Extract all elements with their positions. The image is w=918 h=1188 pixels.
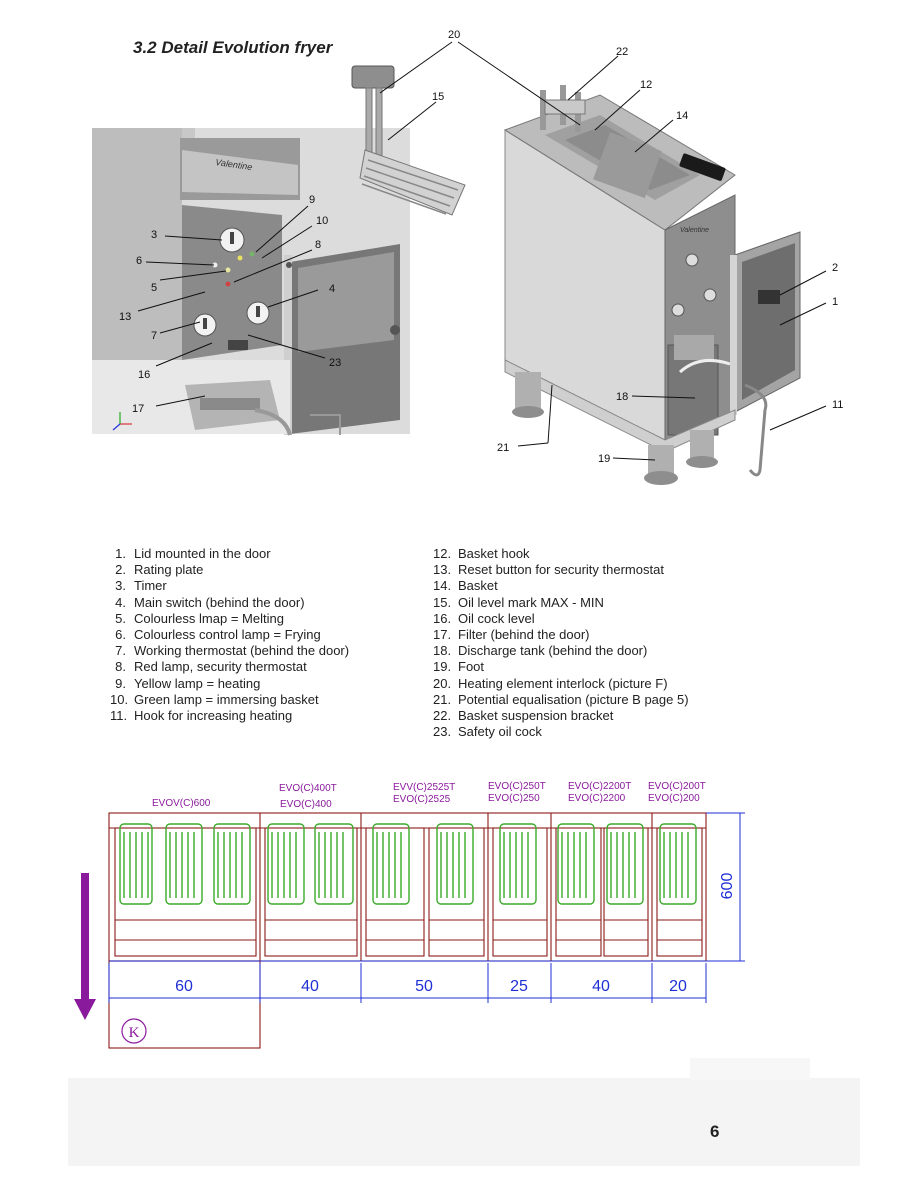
callout-22: 22 — [616, 46, 628, 58]
legend-item: 16.Oil cock level — [433, 610, 535, 626]
legend-item: 7.Working thermostat (behind the door) — [115, 643, 350, 659]
callout-10: 10 — [316, 215, 328, 227]
callout-14: 14 — [676, 110, 688, 122]
legend-item: 10.Green lamp = immersing basket — [110, 691, 319, 707]
callout-5: 5 — [151, 282, 157, 294]
callout-6: 6 — [136, 255, 142, 267]
callout-11: 11 — [832, 399, 843, 411]
callout-3: 3 — [151, 229, 157, 241]
legend-item: 13.Reset button for security thermostat — [433, 562, 664, 578]
callout-1: 1 — [832, 296, 838, 308]
heating-element — [351, 65, 466, 216]
footer-band — [68, 1078, 860, 1166]
legend-item: 23.Safety oil cock — [433, 724, 542, 740]
legend-item: 11.Hook for increasing heating — [110, 708, 293, 724]
footer-band-tab — [690, 1058, 810, 1080]
legend-item: 12.Basket hook — [433, 546, 530, 561]
callout-8: 8 — [315, 239, 321, 251]
callout-4: 4 — [329, 283, 335, 295]
section-title: 3.2 Detail Evolution fryer — [133, 38, 333, 57]
fryer-illustration: Valentine — [92, 29, 843, 485]
legend-item: 4.Main switch (behind the door) — [115, 594, 305, 610]
callout-18: 18 — [616, 391, 628, 403]
legend-item: 8.Red lamp, security thermostat — [115, 659, 307, 675]
callout-21: 21 — [497, 442, 509, 454]
svg-text:Valentine: Valentine — [680, 227, 709, 234]
legend-item: 17.Filter (behind the door) — [433, 627, 590, 643]
callout-9: 9 — [309, 194, 315, 206]
legend-item: 1.Lid mounted in the door — [115, 546, 271, 561]
callout-20: 20 — [448, 29, 460, 41]
legend-item: 6.Colourless control lamp = Frying — [115, 627, 321, 643]
legend-item: 2.Rating plate — [115, 562, 204, 578]
callout-13: 13 — [119, 311, 131, 323]
callout-numbers: 20 22 15 12 14 9 10 8 3 6 5 4 13 7 16 23… — [119, 29, 843, 465]
legend-item: 20.Heating element interlock (picture F) — [433, 675, 668, 691]
legend-item: 22.Basket suspension bracket — [433, 708, 614, 724]
callout-12: 12 — [640, 79, 652, 91]
legend-item: 5.Colourless lmap = Melting — [115, 610, 284, 626]
callout-15: 15 — [432, 91, 444, 103]
legend-right-column: 12.Basket hook 13.Reset button for secur… — [433, 546, 689, 740]
legend-item: 19.Foot — [433, 659, 485, 675]
callout-17: 17 — [132, 403, 144, 415]
callout-19: 19 — [598, 453, 610, 465]
callout-7: 7 — [151, 330, 157, 342]
control-panel-closeup: Valentine — [92, 128, 410, 436]
legend-item: 15.Oil level mark MAX - MIN — [433, 594, 604, 610]
legend-item: 9.Yellow lamp = heating — [115, 675, 261, 691]
legend-left-column: 1.Lid mounted in the door 2.Rating plate… — [110, 546, 349, 724]
leader-lines — [137, 41, 827, 461]
fryer-unit: Valentine — [503, 85, 801, 485]
callout-2: 2 — [832, 262, 838, 274]
page-number: 6 — [710, 1122, 720, 1141]
legend-item: 18.Discharge tank (behind the door) — [433, 643, 648, 659]
legend-item: 3.Timer — [115, 578, 167, 594]
legend-item: 14.Basket — [433, 578, 498, 594]
callout-23: 23 — [329, 357, 341, 369]
callout-16: 16 — [138, 369, 150, 381]
legend-item: 21.Potential equalisation (picture B pag… — [433, 691, 689, 707]
